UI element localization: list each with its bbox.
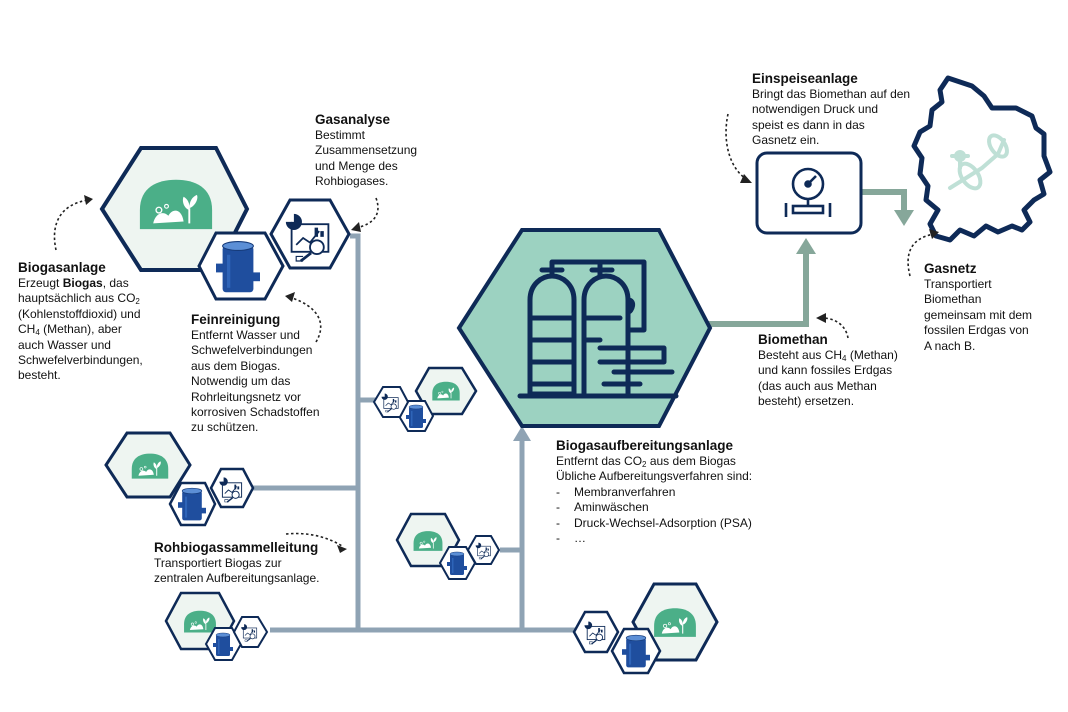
title-gasnetz: Gasnetz (924, 261, 977, 276)
biogas-dome-icon (183, 610, 217, 633)
title-feinreinigung: Feinreinigung (191, 312, 281, 327)
biogas-cluster-mid-left (104, 431, 255, 527)
biogas-cluster-center (395, 512, 501, 580)
pointer-arrowheads (84, 174, 939, 553)
title-biomethan: Biomethan (758, 332, 828, 347)
label-biogasaufbereitungsanlage: Biogasaufbereitungsanlage Entfernt das C… (556, 438, 753, 546)
column-plant-icon (517, 259, 679, 399)
pointer-arrow-biogasanlage (53, 199, 89, 251)
title-rohbiogassammelleitung: Rohbiogassammelleitung (154, 540, 319, 555)
title-einspeiseanlage: Einspeiseanlage (752, 71, 858, 86)
biogas-cluster-bottom-right (572, 582, 719, 675)
biogas-dome-icon (653, 607, 697, 638)
list-item: -… (556, 531, 586, 546)
label-einspeiseanlage: Einspeiseanlage Bringt das Biomethan auf… (752, 71, 911, 148)
gas-analysis-hexagon-large (269, 198, 351, 270)
label-rohbiogassammelleitung: Rohbiogassammelleitung Transportiert Bio… (154, 540, 320, 586)
arrow-to-upgrading-plant (513, 426, 531, 441)
biogas-dome-icon (431, 381, 461, 401)
germany-map-pipeline-icon (911, 75, 1053, 243)
list-item: -Membranverfahren (556, 484, 676, 499)
biogas-cluster-bottom-left (164, 591, 269, 661)
pipe-network (252, 233, 590, 633)
list-item: -Aminwäschen (556, 500, 649, 515)
pointer-arrow-einspeise (725, 113, 749, 181)
biogas-dome-icon (138, 178, 214, 231)
biogas-cluster-upper-center (372, 366, 478, 432)
biogas-dome-icon (413, 530, 443, 552)
title-biogasanlage: Biogasanlage (18, 260, 106, 275)
pointer-arrow-gasanalyse (355, 197, 379, 229)
label-feinreinigung: Feinreinigung Entfernt Wasser und Schwef… (191, 312, 320, 435)
list-item: -Druck-Wechsel-Adsorption (PSA) (556, 515, 752, 530)
pipe-vertical-left (350, 233, 361, 628)
label-gasnetz: Gasnetz Transportiert Biomethan gemeinsa… (924, 261, 1033, 353)
title-biogasaufbereitungsanlage: Biogasaufbereitungsanlage (556, 438, 734, 453)
purification-hexagon-large (197, 231, 285, 301)
label-gasanalyse: Gasanalyse Bestimmt Zusammensetzung und … (315, 112, 418, 189)
upgrading-plant-hexagon (456, 228, 713, 428)
biogas-dome-icon (131, 453, 169, 480)
biogas-plant-hexagon-large (99, 146, 250, 272)
title-gasanalyse: Gasanalyse (315, 112, 391, 127)
pressure-gauge-icon (784, 167, 832, 217)
label-biogasanlage: Biogasanlage Erzeugt Biogas, das hauptsä… (18, 260, 143, 383)
pointer-arrow-feinreinigung (291, 297, 322, 343)
biomethan-pipe (706, 189, 914, 327)
feed-in-station-box (755, 151, 863, 235)
pointer-arrow-gasnetz (907, 233, 935, 277)
label-biomethan: Biomethan Besteht aus CH4 (Methan) und k… (758, 332, 898, 409)
